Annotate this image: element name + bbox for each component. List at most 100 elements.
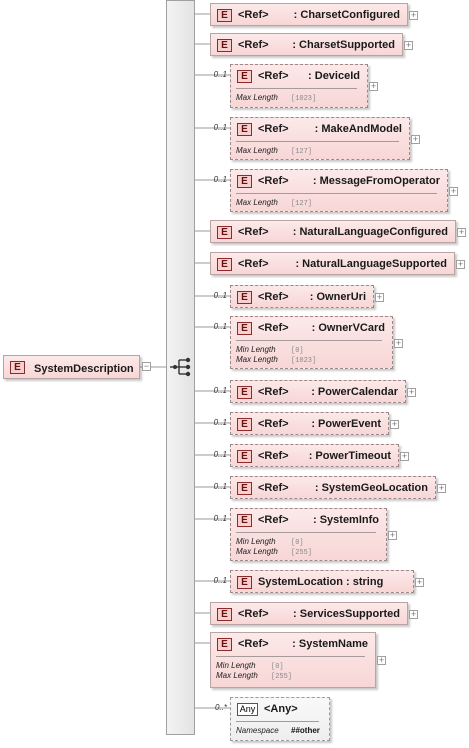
element-box-natural-language-configured[interactable]: E <Ref> : NaturalLanguageConfigured xyxy=(210,220,456,243)
element-name: : PowerCalendar xyxy=(311,386,398,398)
root-element-box[interactable]: E SystemDescription xyxy=(3,355,140,379)
element-name: : SystemName xyxy=(292,638,368,650)
expand-toggle[interactable]: + xyxy=(377,655,386,665)
element-badge-icon: E xyxy=(237,291,252,304)
facet-name: Max Length xyxy=(216,671,258,680)
element-box-owner-uri[interactable]: E<Ref>: OwnerUri xyxy=(230,285,374,308)
element-box-charset-supported[interactable]: E<Ref>: CharsetSupported xyxy=(210,33,403,56)
cardinality-label: 0..1 xyxy=(213,418,227,427)
element-badge-icon: E xyxy=(237,450,252,463)
facet-row: Max Length[127] xyxy=(236,196,441,208)
sequence-icon[interactable] xyxy=(169,357,195,377)
ref-label: <Ref> xyxy=(258,450,289,462)
facet-list: Max Length[127] xyxy=(236,196,441,208)
expand-toggle[interactable]: + xyxy=(457,227,466,237)
cardinality-label: 0..1 xyxy=(213,175,227,184)
ref-label: <Ref> xyxy=(238,608,269,620)
expand-toggle[interactable]: + xyxy=(390,419,399,429)
facet-list: Min Length[0]Max Length [255] xyxy=(236,535,380,557)
facet-divider xyxy=(236,88,357,89)
ref-label: <Ref> xyxy=(258,123,289,135)
ref-label: <Ref> xyxy=(238,226,269,238)
facet-list: Max Length[127] xyxy=(236,144,403,156)
cardinality-label: 0..1 xyxy=(213,576,227,585)
element-badge-icon: E xyxy=(237,514,252,527)
expand-toggle[interactable]: + xyxy=(415,577,424,587)
element-box-power-timeout[interactable]: E<Ref>: PowerTimeout xyxy=(230,444,399,467)
ref-label: <Ref> xyxy=(238,9,269,21)
expand-toggle[interactable]: + xyxy=(375,292,384,302)
element-badge-icon: E xyxy=(237,70,252,83)
element-badge-icon: E xyxy=(237,175,252,188)
expand-toggle[interactable]: + xyxy=(394,338,403,348)
expand-toggle[interactable]: + xyxy=(449,186,458,196)
element-badge-icon: E xyxy=(237,576,252,589)
any-label: <Any> xyxy=(264,703,298,715)
facet-divider xyxy=(236,721,319,722)
cardinality-label: 0..1 xyxy=(213,123,227,132)
facet-divider xyxy=(236,340,382,341)
expand-toggle[interactable]: + xyxy=(369,81,378,91)
element-box-charset-configured[interactable]: E<Ref>: CharsetConfigured xyxy=(210,3,408,26)
facet-name: Max Length xyxy=(236,198,278,207)
element-name: : NaturalLanguageConfigured xyxy=(292,226,448,238)
element-badge-icon: E xyxy=(10,361,25,374)
any-wildcard-box[interactable]: Any<Any>Namespace##other xyxy=(230,697,330,741)
facet-name: Max Length xyxy=(236,355,278,364)
facet-row: Min Length[0] xyxy=(236,343,386,355)
element-name: : CharsetSupported xyxy=(292,39,395,51)
element-name: SystemLocation : string xyxy=(258,576,384,588)
facet-divider xyxy=(216,656,365,657)
expand-toggle[interactable]: + xyxy=(409,609,418,619)
element-badge-icon: E xyxy=(217,226,232,239)
element-box-natural-language-supported[interactable]: E<Ref>: NaturalLanguageSupported xyxy=(210,252,455,275)
ref-label: <Ref> xyxy=(258,418,289,430)
element-box-power-event[interactable]: E<Ref>: PowerEvent xyxy=(230,412,389,435)
expand-toggle[interactable]: + xyxy=(404,40,413,50)
cardinality-label: 0..1 xyxy=(213,291,227,300)
collapse-toggle[interactable]: − xyxy=(142,361,151,371)
element-box-system-geo-location[interactable]: E<Ref>: SystemGeoLocation xyxy=(230,476,436,499)
ref-label: <Ref> xyxy=(238,39,269,51)
ref-label: <Ref> xyxy=(258,175,289,187)
facet-value: [0] xyxy=(291,539,304,547)
expand-toggle[interactable]: + xyxy=(407,387,416,397)
expand-toggle[interactable]: + xyxy=(400,451,409,461)
facet-value: ##other xyxy=(291,726,320,735)
expand-toggle[interactable]: + xyxy=(456,259,465,269)
expand-toggle[interactable]: + xyxy=(388,530,397,540)
facet-value: [255] xyxy=(291,549,313,557)
facet-divider xyxy=(236,193,437,194)
cardinality-label: 0..1 xyxy=(213,450,227,459)
root-element-name: SystemDescription xyxy=(34,363,134,375)
cardinality-label: 0..1 xyxy=(213,70,227,79)
ref-label: <Ref> xyxy=(258,291,289,303)
element-badge-icon: E xyxy=(217,258,232,271)
ref-label: <Ref> xyxy=(258,482,289,494)
facet-row: Max Length[255] xyxy=(216,669,369,681)
element-box-services-supported[interactable]: E<Ref>: ServicesSupported xyxy=(210,602,408,625)
expand-toggle[interactable]: + xyxy=(409,10,418,20)
facet-divider xyxy=(236,141,399,142)
facet-name: Max Length xyxy=(236,547,278,556)
element-name: : CharsetConfigured xyxy=(293,9,400,21)
facet-row: Max Length[1023] xyxy=(236,91,361,103)
expand-toggle[interactable]: + xyxy=(411,134,420,144)
expand-toggle[interactable]: + xyxy=(437,483,446,493)
element-box-system-location[interactable]: E SystemLocation : string xyxy=(230,570,414,593)
cardinality-label: 0..1 xyxy=(213,386,227,395)
cardinality-label: 0..1 xyxy=(213,514,227,523)
cardinality-label: 0..1 xyxy=(213,322,227,331)
facet-row: Min Length[0] xyxy=(216,659,369,671)
ref-label: <Ref> xyxy=(258,514,289,526)
facet-row: Min Length[0] xyxy=(236,535,380,547)
element-box-power-calendar[interactable]: E<Ref>: PowerCalendar xyxy=(230,380,406,403)
